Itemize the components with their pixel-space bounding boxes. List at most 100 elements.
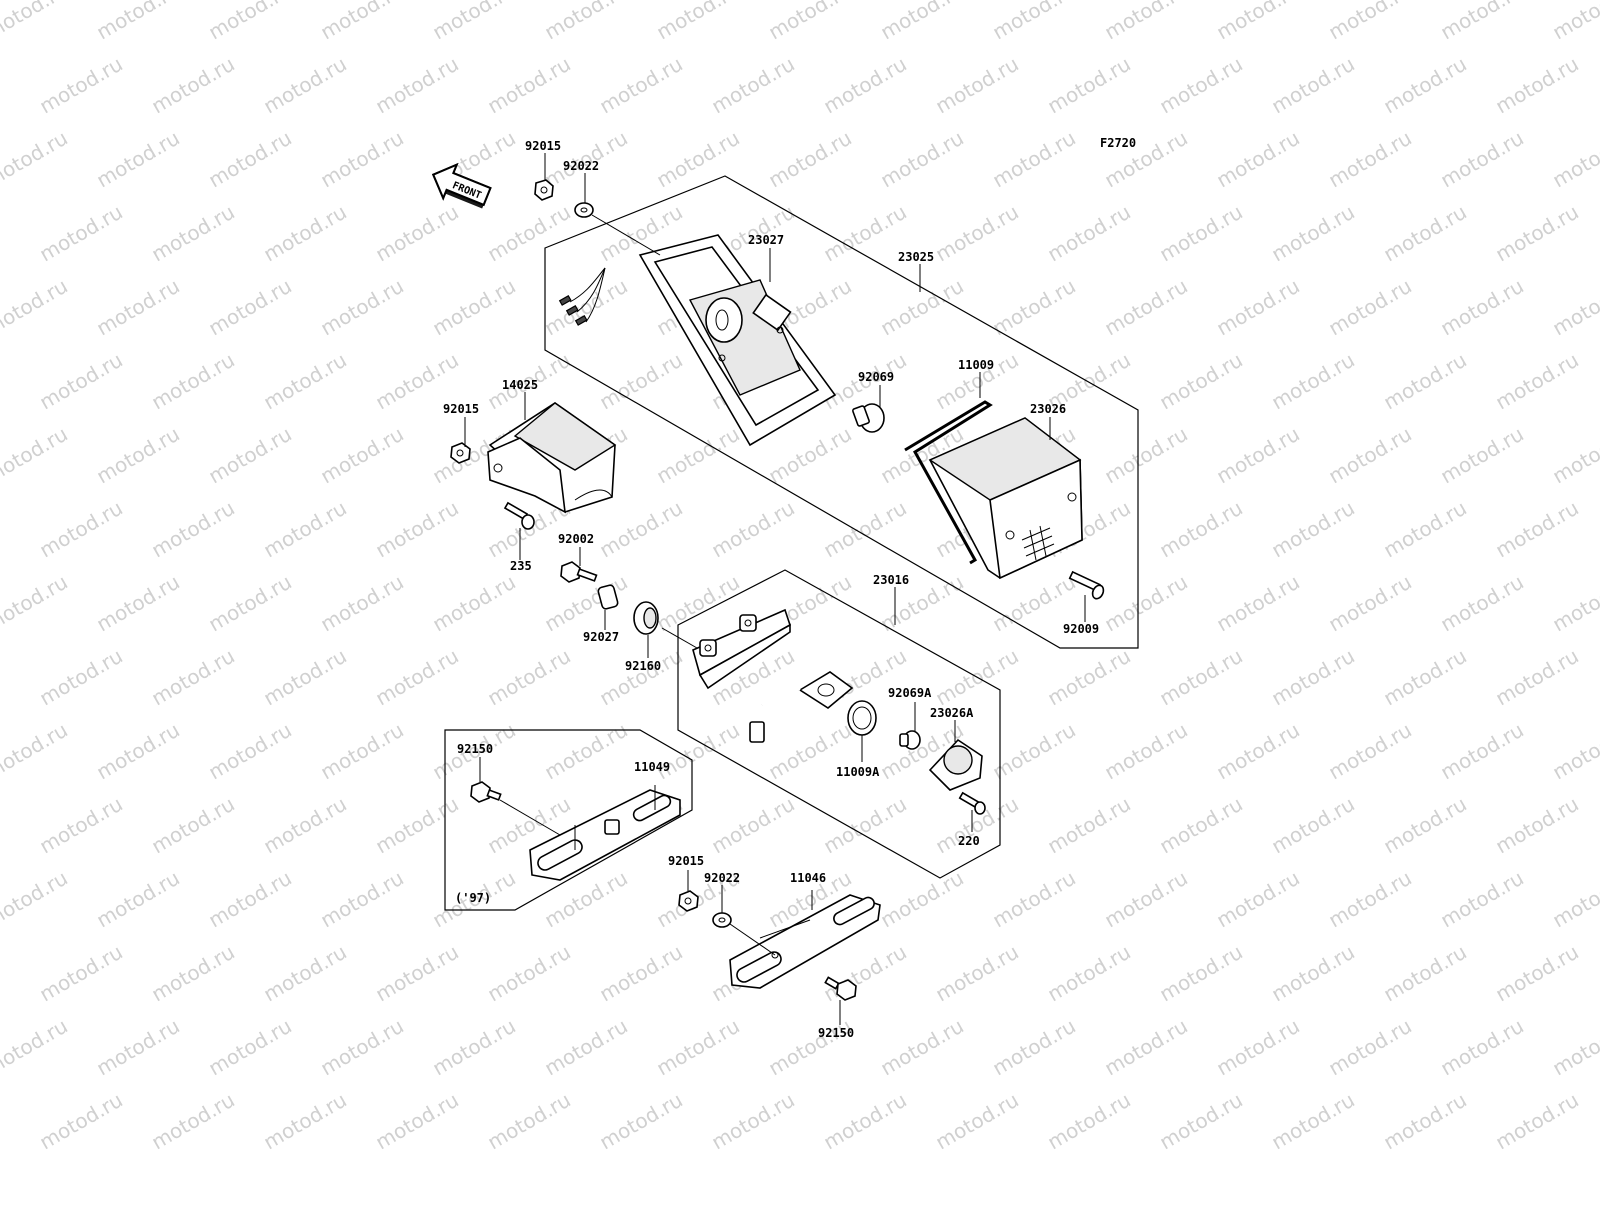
watermark-text: motod.ru [371, 496, 462, 563]
bolt-92002 [560, 561, 598, 583]
watermark-text: motod.ru [92, 126, 183, 193]
watermark-text: motod.ru [988, 126, 1079, 193]
watermark-text: motod.ru [1491, 200, 1582, 267]
watermark-text: motod.ru [1267, 644, 1358, 711]
callout-23026A: 23026A [930, 706, 974, 720]
watermark-text: motod.ru [1155, 940, 1246, 1007]
watermark-text: motod.ru [1212, 718, 1303, 785]
watermark-text: motod.ru [1324, 570, 1415, 637]
watermark-text: motod.ru [0, 126, 72, 193]
watermark-text: motod.ru [1267, 940, 1358, 1007]
watermark-text: motod.ru [35, 1088, 126, 1155]
watermark-text: motod.ru [540, 0, 631, 44]
watermark-text: motod.ru [1043, 52, 1134, 119]
watermark-text: motod.ru [1491, 348, 1582, 415]
group-outline-97-bracket [444, 729, 693, 911]
watermark-text: motod.ru [1491, 644, 1582, 711]
callout-92150-left: 92150 [457, 742, 493, 756]
watermark-text: motod.ru [1548, 866, 1600, 933]
watermark-text: motod.ru [707, 1088, 798, 1155]
callout-11049: 11049 [634, 760, 670, 774]
grommet-92160 [633, 601, 659, 635]
watermark-text: motod.ru [1379, 644, 1470, 711]
watermark-text: motod.ru [1436, 866, 1527, 933]
watermark-text: motod.ru [35, 792, 126, 859]
callout-92069: 92069 [858, 370, 894, 384]
watermark-text: motod.ru [764, 0, 855, 44]
watermark-text: motod.ru [147, 792, 238, 859]
watermark-text: motod.ru [371, 1088, 462, 1155]
watermark-text: motod.ru [35, 200, 126, 267]
watermark-text: motod.ru [1155, 200, 1246, 267]
watermark-text: motod.ru [483, 644, 574, 711]
lens-23026 [928, 417, 1083, 580]
callout-11009: 11009 [958, 358, 994, 372]
watermark-text: motod.ru [428, 570, 519, 637]
callout-220: 220 [958, 834, 980, 848]
watermark-text: motod.ru [316, 1014, 407, 1081]
watermark-text: motod.ru [1491, 496, 1582, 563]
lens-23026A [928, 738, 983, 791]
watermark-text: motod.ru [204, 274, 295, 341]
watermark-text: motod.ru [1548, 718, 1600, 785]
wire-harness-23027 [558, 260, 641, 326]
watermark-layer: motod.ru motod.ru motod.ru motod.ru motod.ru… [0, 0, 1600, 1154]
watermark-text: motod.ru [259, 496, 350, 563]
watermark-text: motod.ru [707, 496, 798, 563]
watermark-text: motod.ru [259, 52, 350, 119]
watermark-text: motod.ru [1324, 866, 1415, 933]
tail-lamp-base-23027 [638, 234, 837, 447]
watermark-text: motod.ru [595, 940, 686, 1007]
callout-11009A: 11009A [836, 765, 880, 779]
watermark-text: motod.ru [1436, 718, 1527, 785]
watermark-text: motod.ru [147, 348, 238, 415]
callout-92015-top: 92015 [525, 139, 561, 153]
callout-92015-bottom: 92015 [668, 854, 704, 868]
watermark-text: motod.ru [1491, 1088, 1582, 1155]
watermark-text: motod.ru [1491, 792, 1582, 859]
watermark-text: motod.ru [1548, 422, 1600, 489]
watermark-text: motod.ru [1212, 866, 1303, 933]
watermark-text: motod.ru [1100, 0, 1191, 44]
watermark-text: motod.ru [1436, 274, 1527, 341]
nut-92015-top [534, 179, 554, 201]
watermark-text: motod.ru [204, 718, 295, 785]
watermark-text: motod.ru [428, 1014, 519, 1081]
watermark-text: motod.ru [204, 0, 295, 44]
watermark-text: motod.ru [204, 866, 295, 933]
watermark-text: motod.ru [1100, 570, 1191, 637]
watermark-text: motod.ru [988, 0, 1079, 44]
watermark-text: motod.ru [1324, 422, 1415, 489]
watermark-text: motod.ru [1548, 0, 1600, 44]
watermark-text: motod.ru [428, 0, 519, 44]
watermark-text: motod.ru [931, 940, 1022, 1007]
watermark-text: motod.ru [1491, 940, 1582, 1007]
watermark-text: motod.ru [540, 274, 631, 341]
watermark-text: motod.ru [595, 496, 686, 563]
screw-220 [958, 791, 986, 815]
callout-labels: F2720 92015 92022 23027 23025 92069 1100… [443, 136, 1136, 1040]
watermark-text: motod.ru [1100, 866, 1191, 933]
watermark-text: motod.ru [35, 496, 126, 563]
watermark-text: motod.ru [1100, 718, 1191, 785]
watermark-text: motod.ru [316, 570, 407, 637]
watermark-text: motod.ru [1436, 0, 1527, 44]
watermark-text: motod.ru [988, 274, 1079, 341]
watermark-text: motod.ru [931, 1088, 1022, 1155]
cover-14025 [487, 402, 617, 514]
watermark-text: motod.ru [1436, 126, 1527, 193]
watermark-text: motod.ru [595, 348, 686, 415]
watermark-text: motod.ru [316, 0, 407, 44]
watermark-text: motod.ru [876, 0, 967, 44]
watermark-text: motod.ru [764, 422, 855, 489]
bracket-11046 [729, 894, 881, 989]
watermark-text: motod.ru [0, 1014, 72, 1081]
watermark-text: motod.ru [652, 0, 743, 44]
watermark-text: motod.ru [707, 52, 798, 119]
callout-23025: 23025 [898, 250, 934, 264]
watermark-text: motod.ru [147, 644, 238, 711]
watermark-text: motod.ru [35, 52, 126, 119]
callout-92002: 92002 [558, 532, 594, 546]
watermark-text: motod.ru [92, 718, 183, 785]
watermark-text: motod.ru [204, 570, 295, 637]
